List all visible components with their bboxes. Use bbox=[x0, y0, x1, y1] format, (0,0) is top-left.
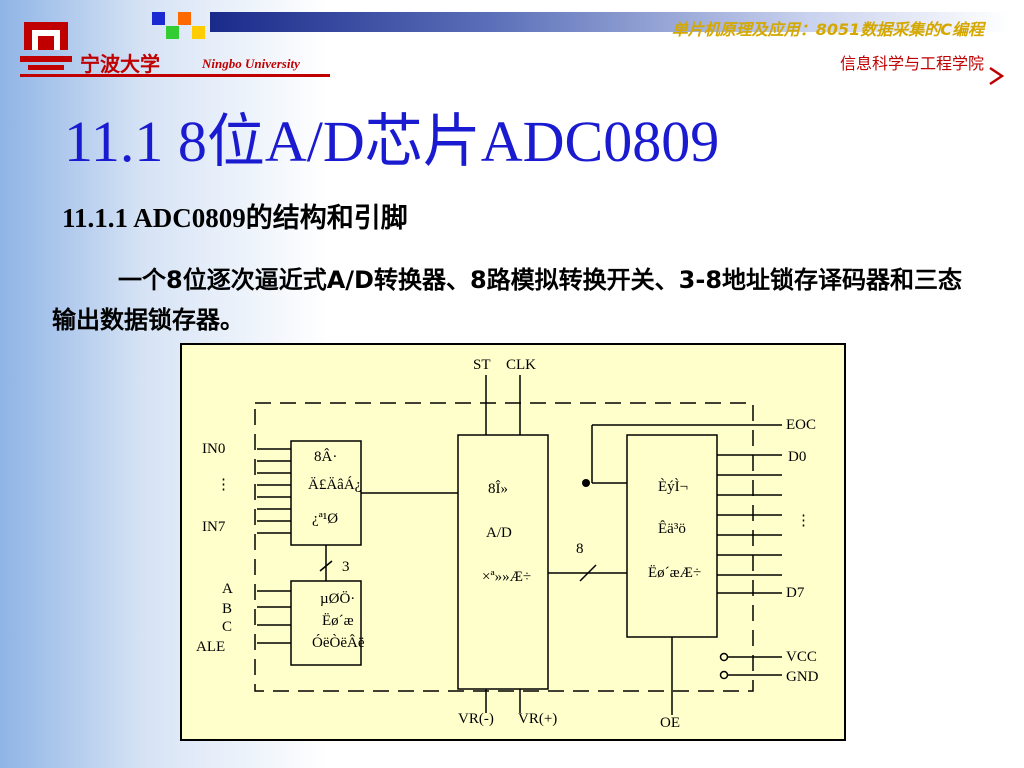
description-text: 一个8位逐次逼近式A/D转换器、8路模拟转换开关、3-8地址锁存译码器和三态输出… bbox=[52, 266, 963, 334]
adc0809-block-diagram: ST CLK IN0 ⋮ IN7 A B C ALE EOC D0 ⋮ D7 V… bbox=[180, 343, 846, 741]
pin-d7: D7 bbox=[786, 585, 805, 601]
pin-in-dots: ⋮ bbox=[216, 477, 231, 493]
latch-label-1: ÈýÌ¬ bbox=[658, 478, 688, 495]
pin-st: ST bbox=[473, 357, 491, 373]
mux-label-1: 8Â· bbox=[314, 448, 337, 465]
header-red-line bbox=[20, 74, 330, 77]
pin-gnd: GND bbox=[786, 669, 819, 685]
university-logo-icon bbox=[20, 22, 72, 70]
bus-label-8: 8 bbox=[576, 541, 584, 557]
slide-title: 11.1 8位A/D芯片ADC0809 bbox=[64, 109, 720, 174]
pin-d-dots: ⋮ bbox=[796, 513, 811, 529]
bus-label-3: 3 bbox=[342, 559, 350, 575]
header-gradient-bar bbox=[210, 12, 1010, 32]
decoder-label-2: Ëø´æ bbox=[322, 612, 354, 629]
adc-label-3: ×ª»»Æ÷ bbox=[482, 569, 531, 585]
header-square-yellow bbox=[192, 26, 205, 39]
decoder-label-3: ÓëÒëÂë bbox=[312, 634, 365, 651]
diagram-canvas: ST CLK IN0 ⋮ IN7 A B C ALE EOC D0 ⋮ D7 V… bbox=[196, 357, 819, 731]
pin-oe: OE bbox=[660, 715, 680, 731]
decoder-label-1: µØÖ· bbox=[320, 590, 355, 607]
pin-b: B bbox=[222, 601, 232, 617]
junction-dot bbox=[582, 479, 590, 487]
pin-vr-minus: VR(-) bbox=[458, 711, 494, 727]
pin-d0: D0 bbox=[788, 449, 806, 465]
school-name-en: Ningbo University bbox=[202, 56, 300, 71]
mux-label-2: Ä£ÄâÁ¿ bbox=[308, 476, 361, 493]
header-square-green bbox=[166, 26, 179, 39]
pin-in0: IN0 bbox=[202, 441, 225, 457]
description-paragraph: 一个8位逐次逼近式A/D转换器、8路模拟转换开关、3-8地址锁存译码器和三态输出… bbox=[52, 260, 972, 340]
course-title: 单片机原理及应用：8051数据采集的C编程 bbox=[671, 20, 984, 39]
latch-label-3: Ëø´æÆ÷ bbox=[648, 564, 701, 581]
school-name-cn: 宁波大学 bbox=[80, 52, 160, 76]
adc-label-2: A/D bbox=[486, 525, 512, 541]
latch-label-2: Êä³ö bbox=[658, 520, 686, 537]
pin-eoc: EOC bbox=[786, 417, 816, 433]
pin-in7: IN7 bbox=[202, 519, 226, 535]
chip-boundary bbox=[254, 402, 754, 692]
pin-clk: CLK bbox=[506, 357, 536, 373]
pin-ale: ALE bbox=[196, 639, 225, 655]
pin-a: A bbox=[222, 581, 233, 597]
header-square-blue bbox=[152, 12, 165, 25]
slide-subtitle: 11.1.1 ADC0809的结构和引脚 bbox=[62, 203, 408, 233]
mux-label-3: ¿ª¹Ø bbox=[312, 511, 338, 527]
pin-vr-plus: VR(+) bbox=[518, 711, 557, 727]
pin-vcc: VCC bbox=[786, 649, 817, 665]
next-arrow-icon[interactable] bbox=[986, 66, 1006, 86]
adc-label-1: 8Î» bbox=[488, 480, 508, 497]
header-square-orange bbox=[178, 12, 191, 25]
department-name: 信息科学与工程学院 bbox=[839, 54, 984, 73]
adc-block bbox=[457, 434, 549, 690]
pin-c: C bbox=[222, 619, 232, 635]
